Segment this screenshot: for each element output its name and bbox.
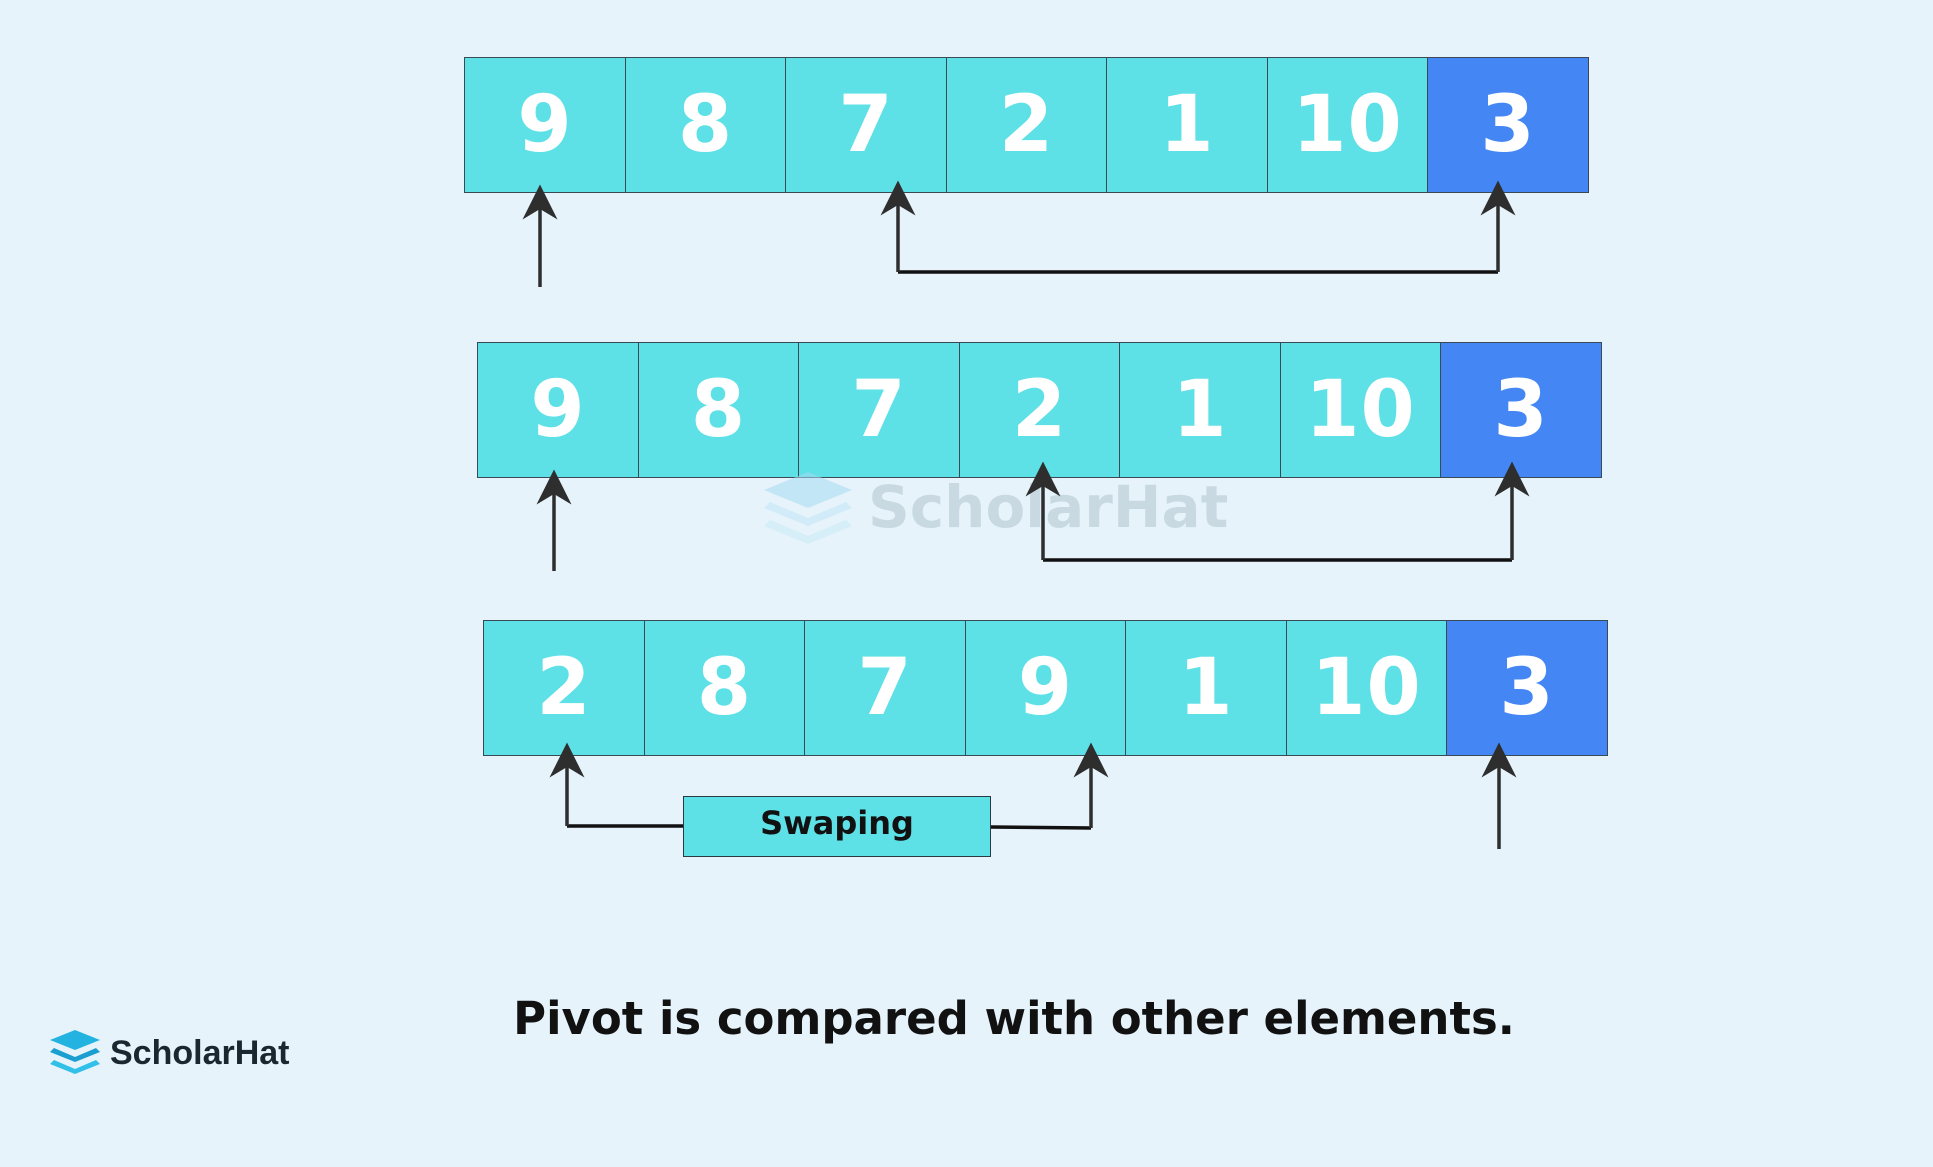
- array-cell: 2: [483, 620, 645, 756]
- logo-text: ScholarHat: [110, 1033, 290, 1072]
- array-cell: 1: [1119, 342, 1281, 478]
- array-cell: 8: [643, 620, 806, 756]
- array-cell: 7: [798, 342, 960, 478]
- pivot-cell: 3: [1440, 342, 1602, 478]
- array-cell: 10: [1279, 342, 1442, 478]
- array-cell: 8: [624, 57, 787, 193]
- array-cell: 10: [1285, 620, 1448, 756]
- array-cell: 7: [804, 620, 966, 756]
- array-cell: 2: [945, 57, 1108, 193]
- caption: Pivot is compared with other elements.: [513, 992, 1515, 1045]
- array-cell: 8: [637, 342, 800, 478]
- array-cell: 9: [477, 342, 639, 478]
- watermark-stacked-layers-icon: [764, 472, 852, 544]
- array-cell: 10: [1266, 57, 1429, 193]
- stacked-layers-icon: [50, 1030, 100, 1074]
- array-cell: 1: [1106, 57, 1268, 193]
- row3-swap-connector-right: [990, 825, 1092, 830]
- array-cell: 7: [785, 57, 947, 193]
- array-cell: 1: [1125, 620, 1287, 756]
- array-cell: 9: [964, 620, 1127, 756]
- array-cell: 9: [464, 57, 626, 193]
- swap-label-box: Swaping: [683, 796, 991, 857]
- brand-logo: ScholarHat: [48, 1028, 290, 1078]
- pivot-cell: 3: [1446, 620, 1608, 756]
- pivot-cell: 3: [1427, 57, 1589, 193]
- swap-label: Swaping: [760, 803, 914, 842]
